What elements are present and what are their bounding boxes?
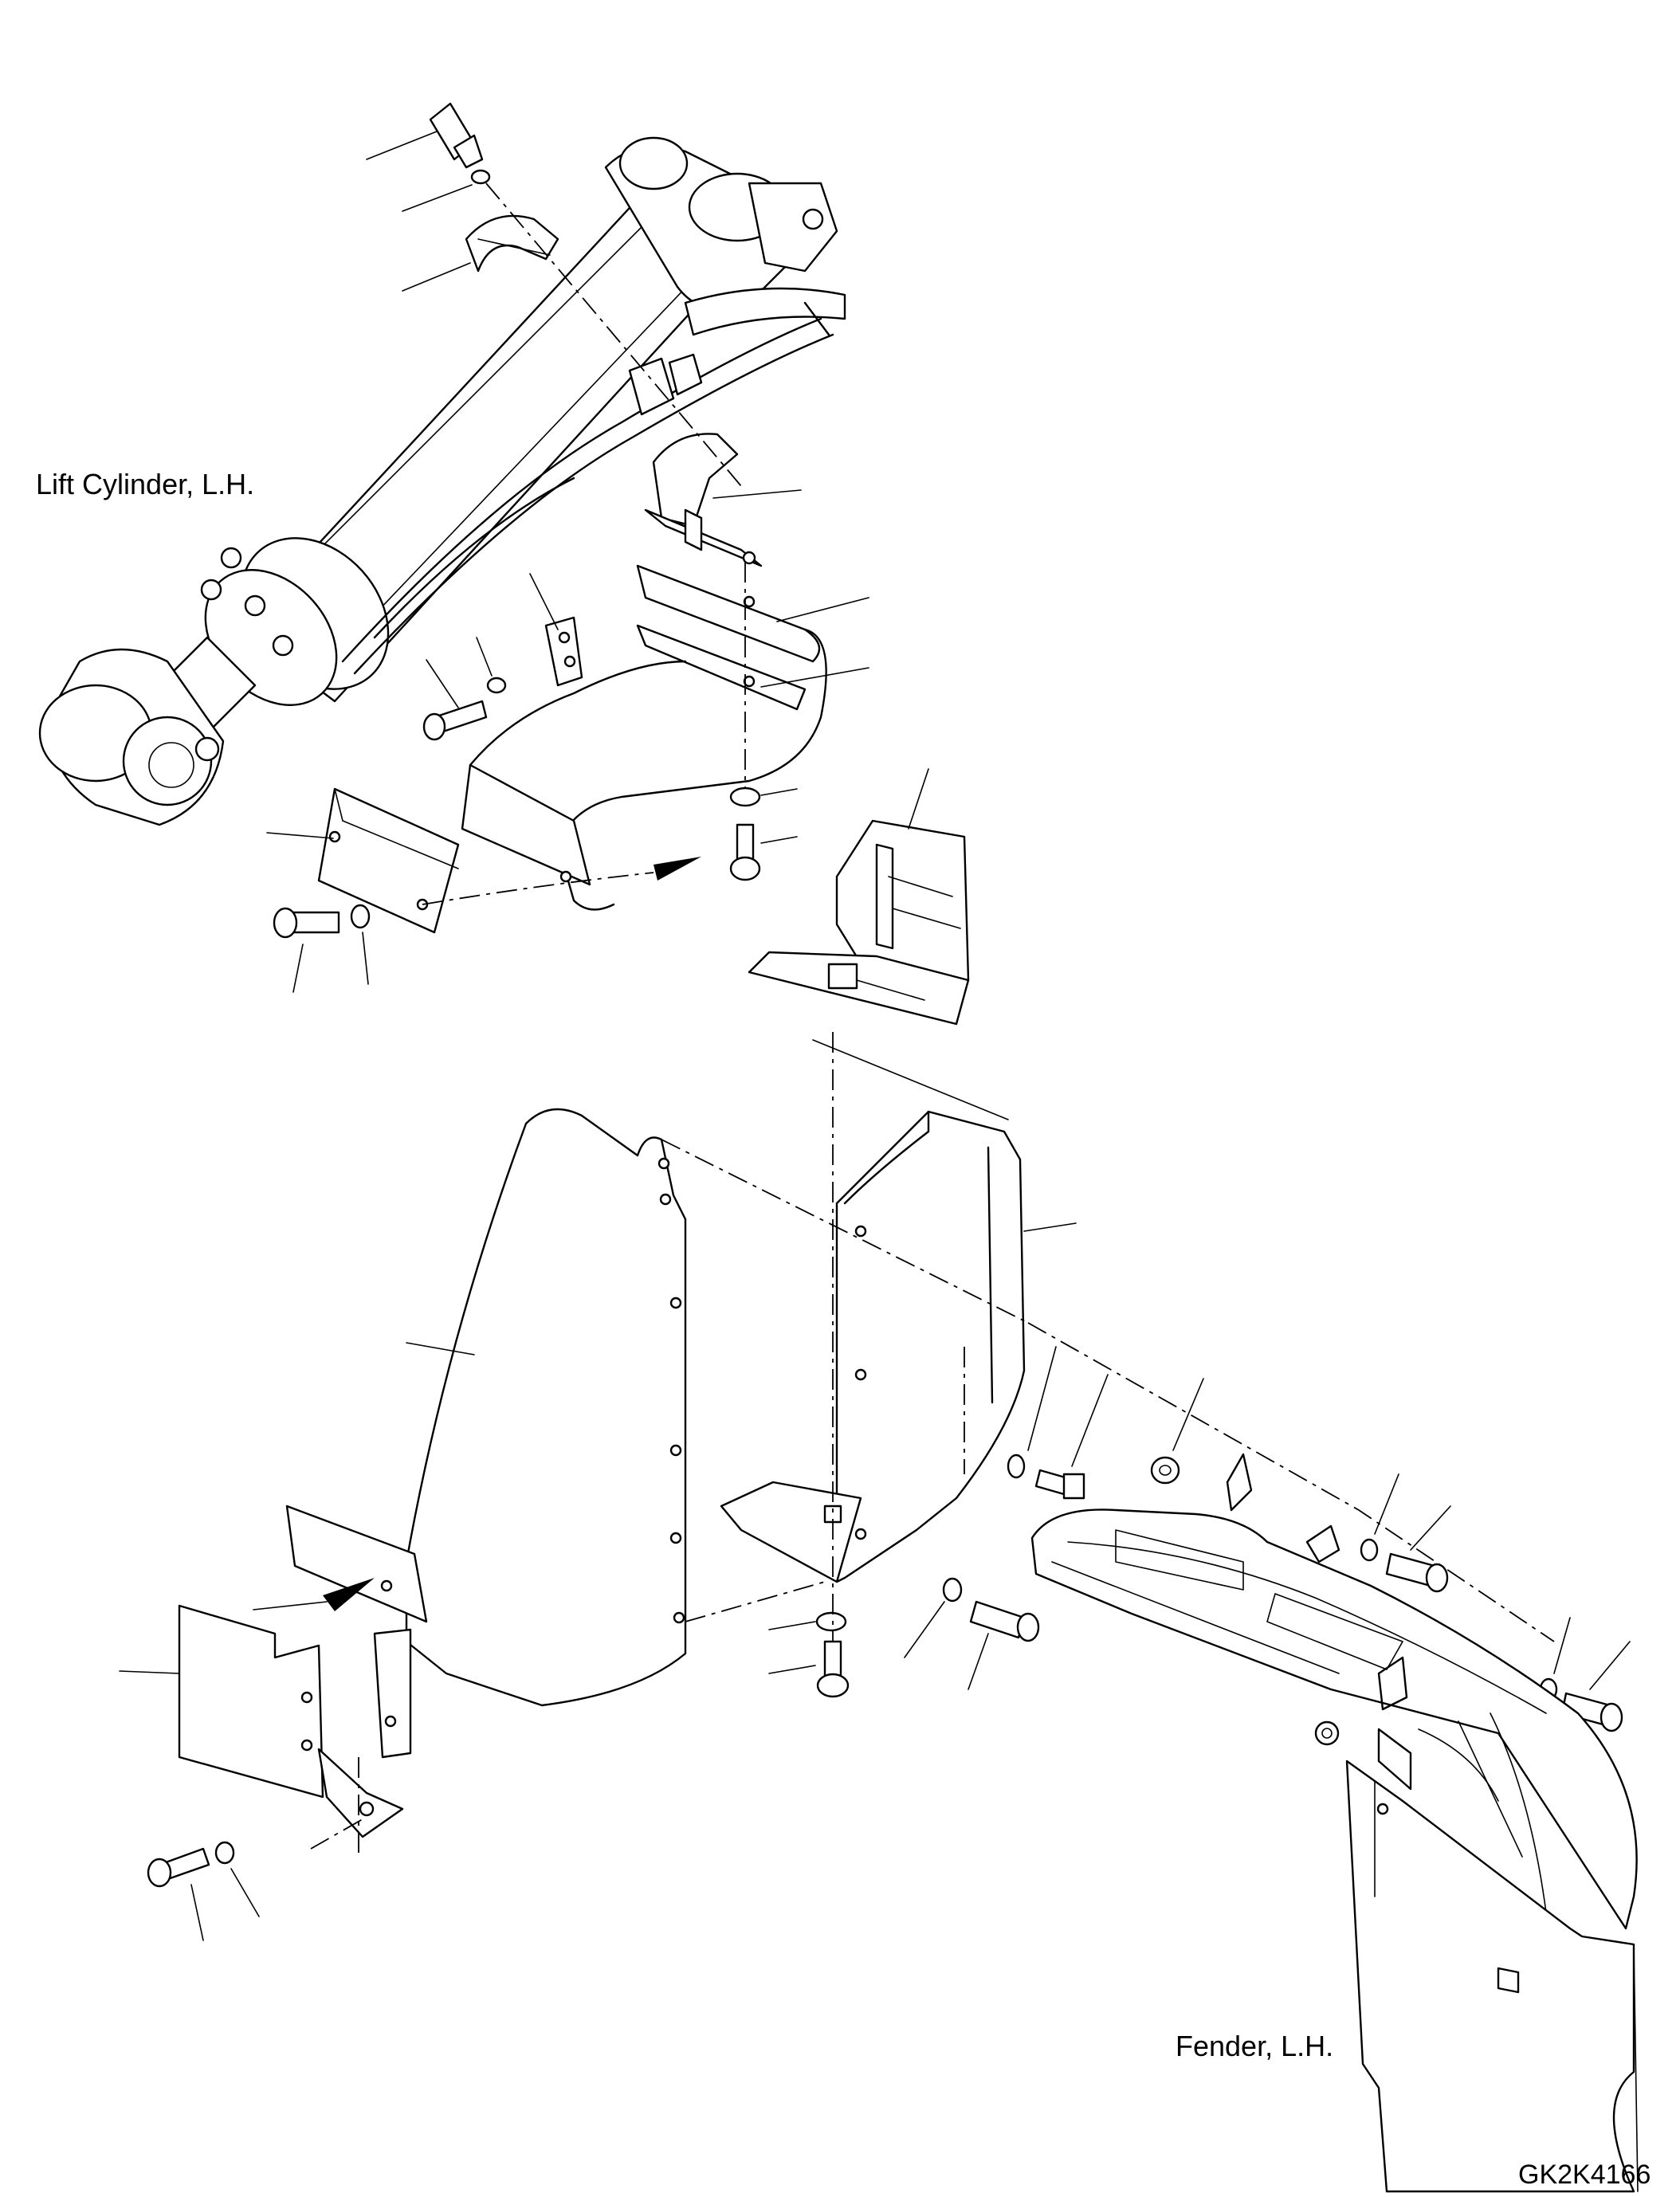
left-cover-plate: [119, 1604, 404, 1838]
bolt-strap: [729, 823, 798, 881]
small-bracket: [529, 573, 583, 687]
washer-fender-3: [1539, 1617, 1571, 1701]
washer-mid-left: [476, 637, 507, 694]
left-guard-panel: [405, 1108, 687, 1707]
strap-bracket: [461, 564, 869, 911]
washer-left-cover: [214, 1841, 260, 1917]
washer-cover-plate: [350, 904, 371, 985]
bolt-fender-2: [1385, 1505, 1451, 1593]
bolt-right-panel-bottom: [768, 1640, 850, 1698]
drawing-code: GK2K4166: [1518, 2160, 1651, 2190]
bolt-top: [366, 102, 484, 169]
bolt-left-cover: [147, 1847, 210, 1941]
direction-arrow-1: [654, 857, 701, 881]
hose-clamp-upper: [402, 214, 559, 292]
direction-arrow-2: [323, 1578, 375, 1611]
bolt-mid-left: [422, 659, 488, 741]
angle-bracket-right: [748, 768, 970, 1026]
washer-fender-1: [1150, 1378, 1204, 1485]
fender: [1030, 1453, 1639, 2193]
bolt-panel-right: [968, 1600, 1040, 1690]
washer-top: [402, 169, 491, 212]
panel-small-bracket: [285, 1505, 428, 1759]
washer-fender-2: [1360, 1473, 1399, 1562]
label-fender: Fender, L.H.: [1176, 2030, 1333, 2062]
small-cover-plate: [266, 787, 460, 934]
label-lift-cylinder: Lift Cylinder, L.H.: [36, 468, 254, 500]
washer-mid-right: [1007, 1346, 1057, 1479]
lift-cylinder: [38, 136, 846, 826]
bolt-mid-right: [1034, 1374, 1109, 1500]
assembly-lines: [310, 182, 1555, 1857]
bolt-cover-plate: [273, 907, 340, 993]
washer-right-panel-bottom: [768, 1611, 847, 1632]
hose-clamp-bracket: [644, 433, 802, 567]
washer-panel-right: [904, 1577, 963, 1658]
right-guard-panel: [720, 1039, 1077, 1583]
washer-strap: [729, 787, 798, 807]
